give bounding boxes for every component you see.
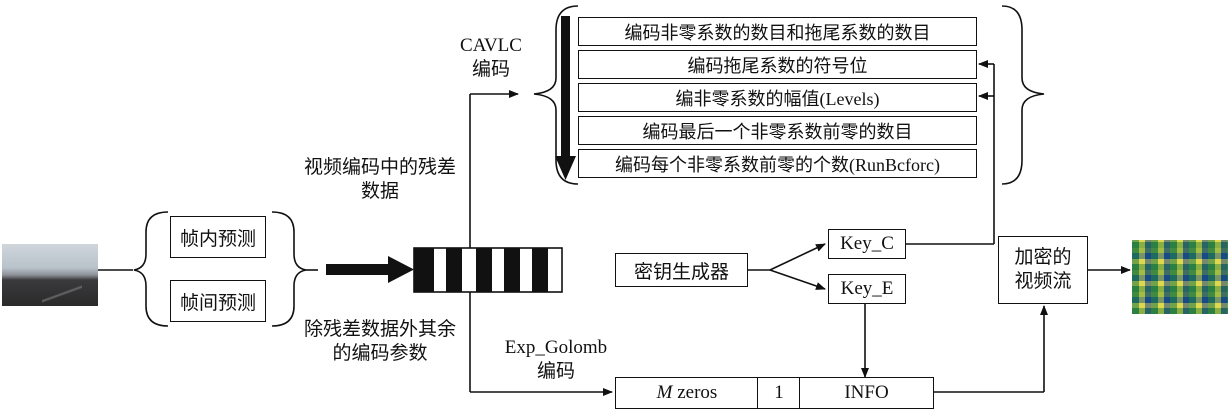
cavlc-step-5-box: 编码每个非零系数前零的个数(RunBcforc)	[578, 149, 977, 178]
codeword-m: M	[656, 382, 673, 403]
order-arrow-head	[555, 156, 576, 180]
thick-arrow-shaft	[326, 264, 390, 275]
codeword-zeros: zeros	[677, 382, 718, 403]
keygen-down	[769, 269, 826, 290]
thick-arrow-head	[388, 256, 414, 283]
prediction-bracket-left	[133, 211, 169, 327]
keygen-up	[769, 243, 826, 271]
prediction-bracket-right	[271, 211, 307, 327]
bitstream-bar	[413, 247, 563, 293]
cavlc-title: CAVLC 编码	[460, 35, 522, 80]
codeword-one-cell: 1	[757, 377, 801, 409]
codeword-mzeros-cell: M zeros	[615, 377, 759, 409]
intra-prediction-box: 帧内预测	[170, 216, 266, 258]
exp-golomb-title: Exp_Golomb 编码	[504, 337, 608, 382]
input-video-frame-image	[2, 244, 98, 306]
residual-data-label: 视频编码中的残差 数据	[303, 157, 456, 202]
key-e-box: Key_E	[828, 274, 906, 304]
cavlc-bracket-left	[533, 5, 579, 185]
cavlc-step-2-box: 编码拖尾系数的符号位	[578, 50, 977, 79]
other-params-label: 除残差数据外其余 的编码参数	[303, 319, 456, 364]
order-arrow-shaft	[561, 16, 570, 158]
key-generator-box: 密钥生成器	[615, 253, 748, 287]
cavlc-step-3-box: 编非零系数的幅值(Levels)	[578, 83, 977, 112]
encrypted-video-frame-image	[1132, 240, 1228, 314]
cavlc-bracket-right	[1001, 5, 1045, 185]
key-c-box: Key_C	[828, 229, 906, 259]
inter-prediction-box: 帧间预测	[170, 280, 266, 322]
cavlc-step-4-box: 编码最后一个非零系数前零的数目	[578, 116, 977, 145]
encrypted-stream-box: 加密的 视频流	[998, 236, 1088, 304]
codeword-info-cell: INFO	[799, 377, 934, 409]
cavlc-step-1-box: 编码非零系数的数目和拖尾系数的数目	[578, 17, 977, 46]
